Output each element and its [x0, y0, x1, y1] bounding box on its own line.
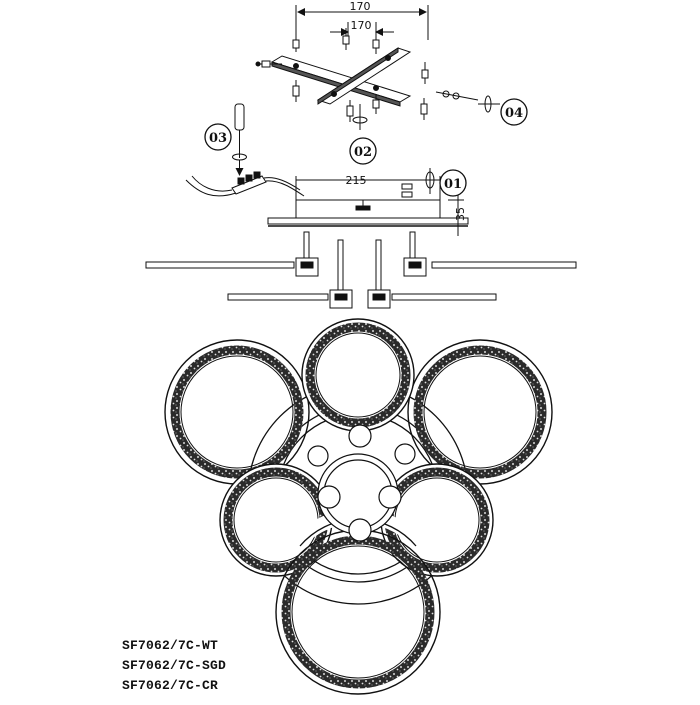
model-code-wt: SF7062/7C-WT: [122, 638, 219, 653]
connector-bulbs: [307, 424, 416, 542]
step-02-label: 02: [354, 145, 372, 160]
ring-left-top: [164, 339, 310, 485]
model-list: SF7062/7C-WT SF7062/7C-SGD SF7062/7C-CR: [122, 636, 226, 696]
ring-top-center: [301, 318, 415, 432]
step-02-callout: 02: [349, 137, 377, 165]
bracket-hole-spacing-dimension: 170: [351, 19, 372, 32]
model-code-cr: SF7062/7C-CR: [122, 678, 219, 693]
canopy-width-dimension: 215: [346, 174, 367, 187]
bracket-width-dimension: 170: [350, 0, 371, 13]
terminal-block: [185, 171, 305, 197]
step-01-callout: 01: [439, 169, 467, 197]
step-01-label: 01: [444, 177, 462, 192]
screwdriver-icon: [232, 103, 247, 176]
mounting-bracket-group: [255, 5, 500, 130]
step-04-callout: 04: [500, 98, 528, 126]
crystal-rings: [164, 318, 553, 695]
step-03-callout: 03: [204, 123, 232, 151]
ring-right-top: [407, 339, 553, 485]
step-04-label: 04: [505, 106, 523, 121]
step-03-label: 03: [209, 131, 227, 146]
arms-side-view: [145, 231, 577, 309]
model-code-sgd: SF7062/7C-SGD: [122, 658, 227, 673]
canopy-height-dimension: 35: [454, 207, 467, 221]
canopy: [267, 168, 469, 236]
